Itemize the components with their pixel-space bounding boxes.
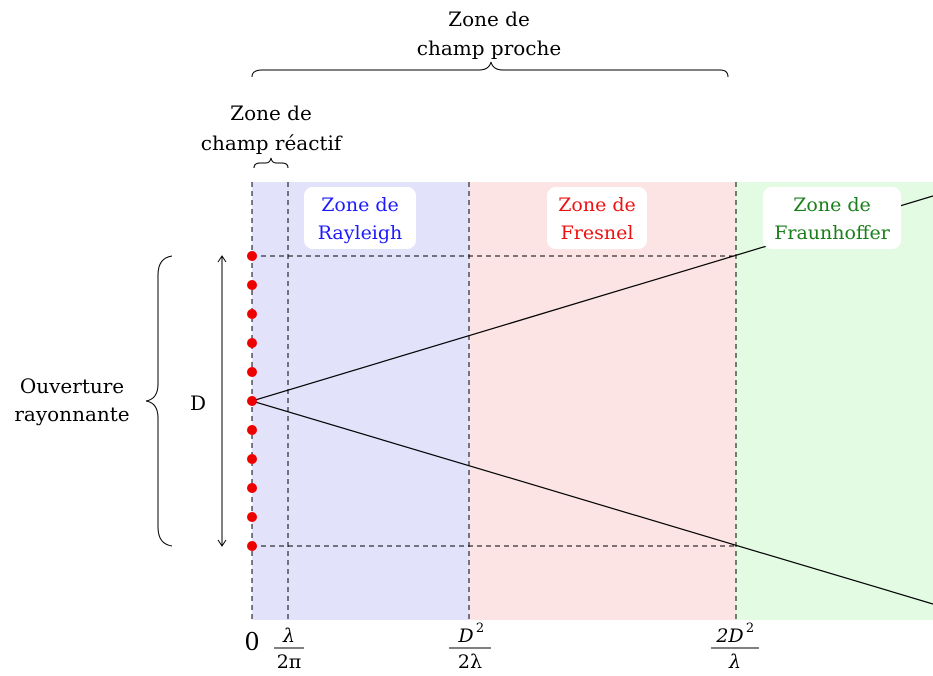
reactive-field-brace — [253, 157, 289, 169]
fraunhoffer-label-line2: Fraunhoffer — [774, 222, 890, 244]
source-dot — [247, 454, 257, 464]
source-dot — [247, 367, 257, 377]
svg-text:λ: λ — [728, 651, 741, 673]
svg-text:2π: 2π — [277, 651, 302, 673]
source-dots — [247, 251, 257, 551]
fraunhoffer-zone-bg — [736, 182, 933, 620]
svg-text:2D: 2D — [715, 625, 743, 647]
rayleigh-label-line2: Rayleigh — [318, 222, 403, 244]
aperture-label-line1: Ouverture — [20, 374, 124, 398]
reactive-label-line1: Zone de — [230, 101, 312, 125]
tick-lambda-over-2pi: λ 2π — [274, 625, 304, 673]
source-dot — [247, 425, 257, 435]
rayleigh-zone-bg — [288, 182, 469, 620]
svg-text:2: 2 — [746, 621, 754, 636]
source-dot — [247, 512, 257, 522]
reactive-label-line2: champ réactif — [201, 131, 343, 155]
reactive-zone-bg — [252, 182, 288, 620]
d-label: D — [190, 391, 206, 415]
fresnel-label-line2: Fresnel — [561, 222, 634, 244]
fresnel-label-box — [547, 187, 647, 249]
source-dot — [247, 541, 257, 551]
aperture-label-line2: rayonnante — [14, 402, 129, 426]
aperture-brace — [145, 255, 173, 547]
fresnel-label-line1: Zone de — [558, 194, 636, 216]
svg-text:D: D — [457, 625, 473, 647]
source-dot — [247, 396, 257, 406]
tick-2d2-over-lambda: 2D 2 λ — [711, 621, 759, 673]
near-field-label-line1: Zone de — [448, 7, 530, 31]
d-arrow — [217, 255, 227, 547]
rayleigh-label-line1: Zone de — [321, 194, 399, 216]
near-field-label-line2: champ proche — [417, 36, 561, 60]
source-dot — [247, 309, 257, 319]
fresnel-zone-bg — [469, 182, 736, 620]
beam-lower-line — [251, 400, 933, 605]
svg-text:λ: λ — [282, 625, 295, 647]
tick-d2-over-2lambda: D 2 2λ — [449, 621, 491, 673]
fraunhoffer-label-line1: Zone de — [793, 194, 871, 216]
rayleigh-label-box — [304, 187, 416, 249]
source-dot — [247, 280, 257, 290]
tick-zero: 0 — [244, 628, 259, 656]
svg-text:2λ: 2λ — [458, 651, 482, 673]
source-dot — [247, 251, 257, 261]
source-dot — [247, 483, 257, 493]
svg-text:2: 2 — [476, 621, 484, 636]
source-dot — [247, 338, 257, 348]
fraunhoffer-label-box — [763, 187, 901, 249]
near-field-brace — [251, 61, 729, 78]
